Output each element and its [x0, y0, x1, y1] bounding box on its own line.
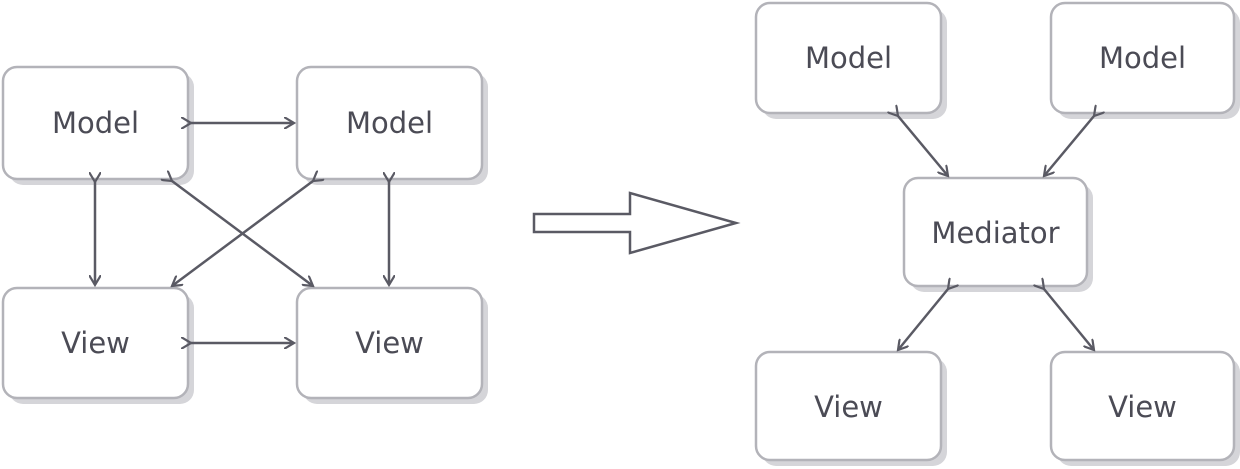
- right-view-node-1: View: [754, 350, 947, 466]
- right-model-node-2: Model: [1049, 1, 1240, 119]
- edge-model1-mediator: [898, 116, 948, 176]
- right-model-node-1: Model: [754, 1, 947, 119]
- edge-model2-view1: [172, 181, 313, 286]
- left-model-node-2: Model: [295, 65, 488, 185]
- left-view-label-1: View: [61, 326, 130, 360]
- right-model-label-2: Model: [1099, 41, 1186, 75]
- left-model-node-1: Model: [1, 65, 194, 185]
- right-view-label-2: View: [1108, 390, 1177, 424]
- right-view-node-2: View: [1049, 350, 1240, 466]
- mediator-label: Mediator: [931, 216, 1059, 250]
- left-view-label-2: View: [355, 326, 424, 360]
- left-view-node-1: View: [1, 286, 194, 404]
- edge-mediator-view2: [1044, 289, 1094, 350]
- left-view-node-2: View: [295, 286, 488, 404]
- edge-model2-mediator: [1044, 116, 1094, 176]
- left-model-label-2: Model: [346, 106, 433, 140]
- mediator-node: Mediator: [902, 176, 1093, 292]
- edge-mediator-view1: [898, 289, 948, 350]
- right-model-label-1: Model: [805, 41, 892, 75]
- transition-arrow: [532, 191, 741, 255]
- left-model-label-1: Model: [52, 106, 139, 140]
- right-view-label-1: View: [814, 390, 883, 424]
